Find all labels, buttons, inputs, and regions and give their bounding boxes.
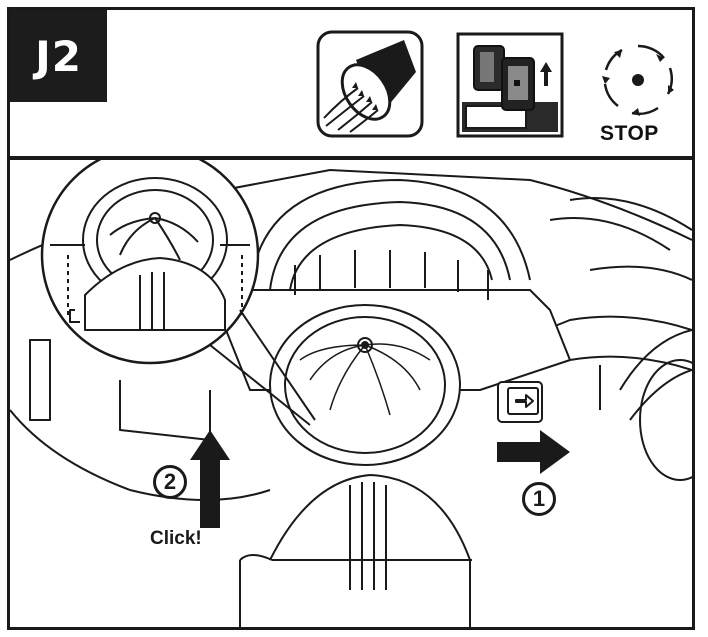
click-caption: Click! — [150, 528, 202, 549]
stop-caption: STOP — [600, 122, 659, 145]
blower-tube-airflow-icon — [316, 30, 424, 143]
instruction-panel: J2 — [7, 7, 695, 630]
step-label: J2 — [10, 10, 107, 102]
remove-battery-icon — [456, 32, 564, 143]
callout-number-2: 2 — [153, 465, 187, 499]
push-up-arrow — [190, 430, 230, 528]
callout-number-1: 1 — [522, 482, 556, 516]
push-right-arrow — [497, 430, 570, 474]
blade-stop-icon — [598, 40, 678, 125]
mower-illustration: 1 2 Click! — [10, 160, 692, 627]
step-header: J2 — [10, 10, 692, 160]
